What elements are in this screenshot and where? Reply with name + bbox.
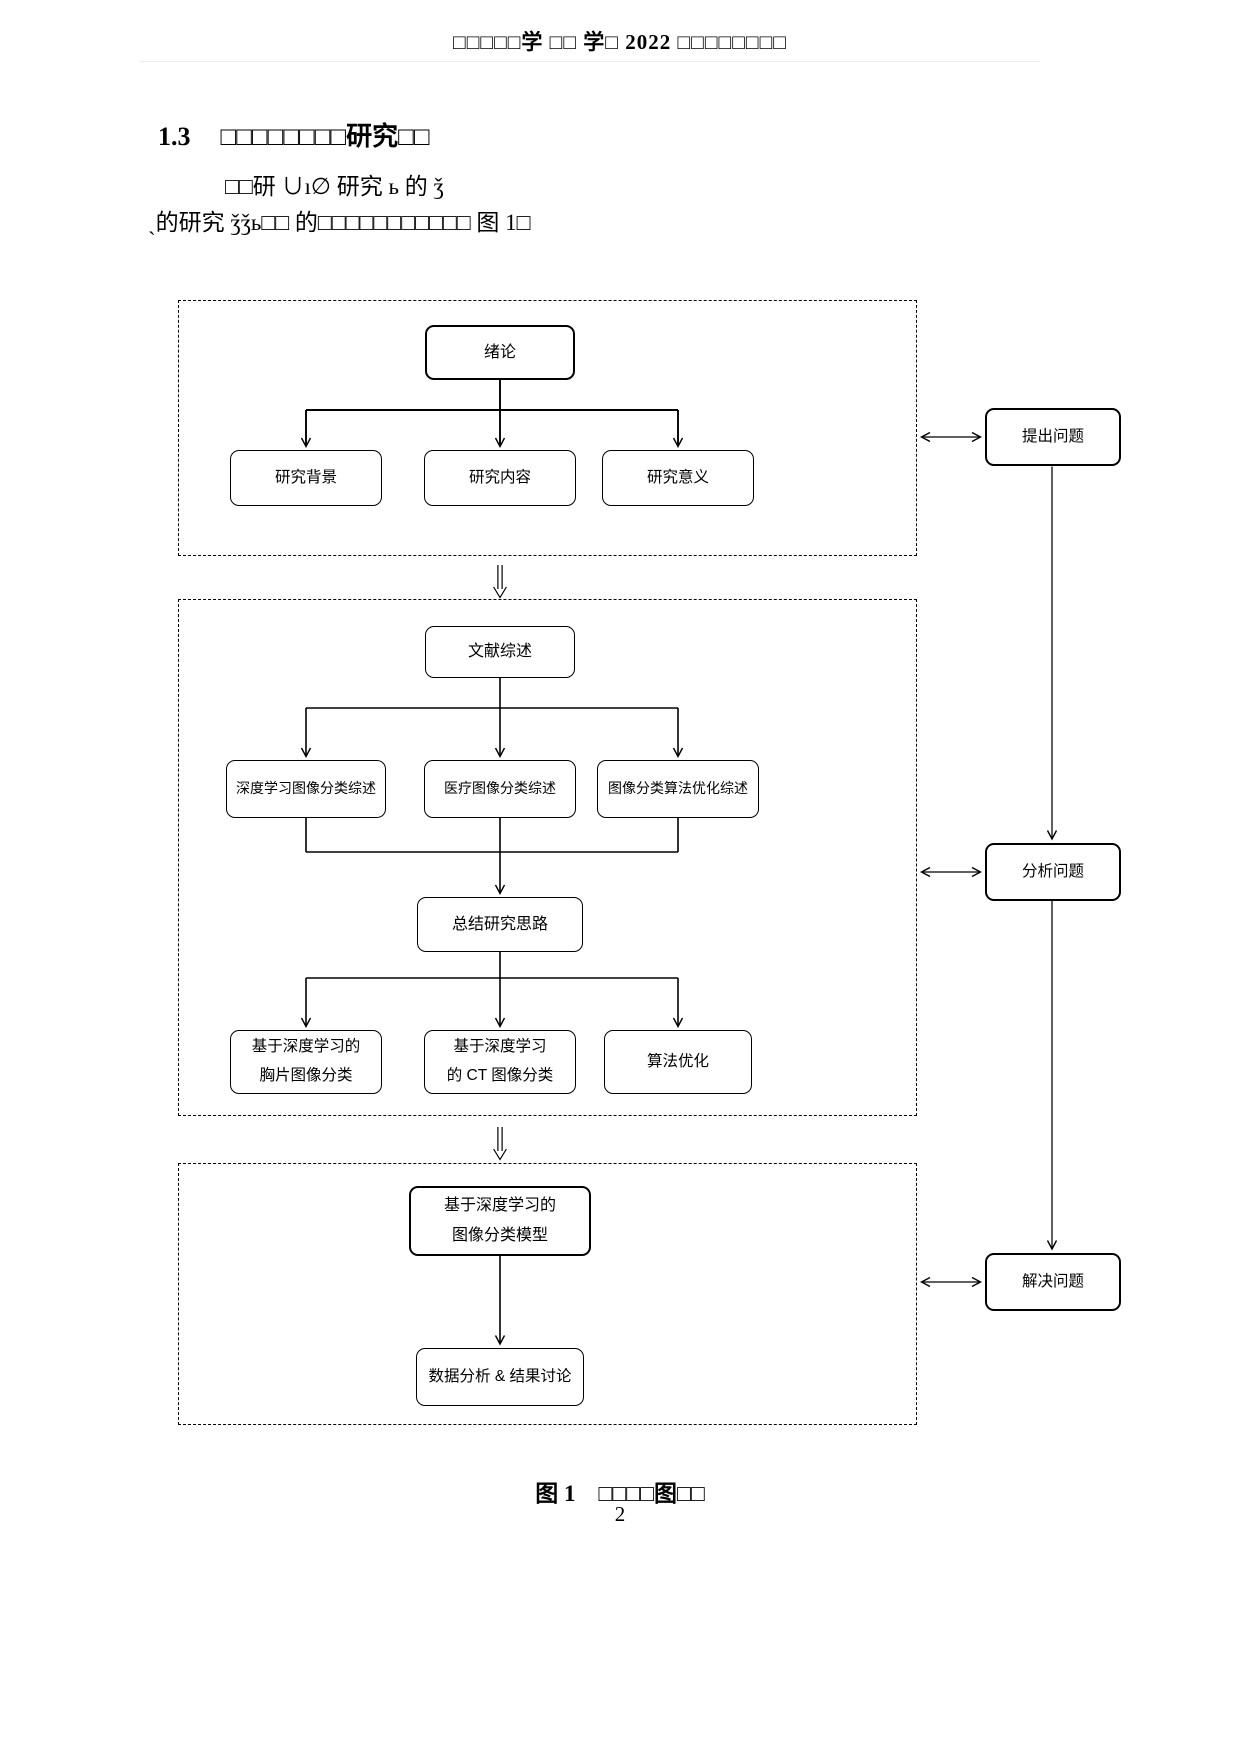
box-medical-image-classification-review: 医疗图像分类综述 [424,760,576,818]
page-number: 2 [614,1502,626,1526]
page-header-text: □□□□□学 □□ 学□ 2022 □□□□□□□□ [453,30,787,54]
header-divider [140,61,1040,62]
stage2-container [178,599,917,1116]
stage1-to-stage2-arrow-icon [493,565,507,599]
box-data-analysis-results: 数据分析 & 结果讨论 [416,1348,584,1406]
box-algorithm-optimization-review: 图像分类算法优化综述 [597,760,759,818]
section-number: 1.3 [158,122,191,151]
box-research-background: 研究背景 [230,450,382,506]
box-summarize-research-approach: 总结研究思路 [417,897,583,952]
box-analyze-question: 分析问题 [985,843,1121,901]
section-heading: 1.3 □□□□□□□□研究□□ [158,116,430,153]
box-dl-image-classification-review: 深度学习图像分类综述 [226,760,386,818]
box-introduction: 绪论 [425,325,575,380]
stage1-branch-lines [300,380,684,448]
stage1-container [178,300,917,556]
box-literature-review: 文献综述 [425,626,575,678]
box-dl-classification-model: 基于深度学习的 图像分类模型 [409,1186,591,1256]
box-research-significance: 研究意义 [602,450,754,506]
figure-caption: 图 1 □□□□图□□ [535,1481,705,1506]
section-title: □□□□□□□□研究□□ [220,122,430,151]
box-raise-question: 提出问题 [985,408,1121,466]
stage2-branch-lines [300,678,684,1028]
side-links [920,431,1058,1288]
box-algorithm-optimization: 算法优化 [604,1030,752,1094]
box-ct-classification: 基于深度学习 的 CT 图像分类 [424,1030,576,1094]
box-chest-xray-classification: 基于深度学习的 胸片图像分类 [230,1030,382,1094]
paragraph-line-2: ˏ的研究 ǯǯь□□ 的□□□□□□□□□□□ 图 1□ [148,210,531,235]
box-solve-question: 解决问题 [985,1253,1121,1311]
stage3-container [178,1163,917,1425]
stage2-to-stage3-arrow-icon [493,1127,507,1161]
box-research-content: 研究内容 [424,450,576,506]
paragraph-line-1: □□研 ∪ı∅ 研究 ь 的 ǯ [225,174,444,199]
